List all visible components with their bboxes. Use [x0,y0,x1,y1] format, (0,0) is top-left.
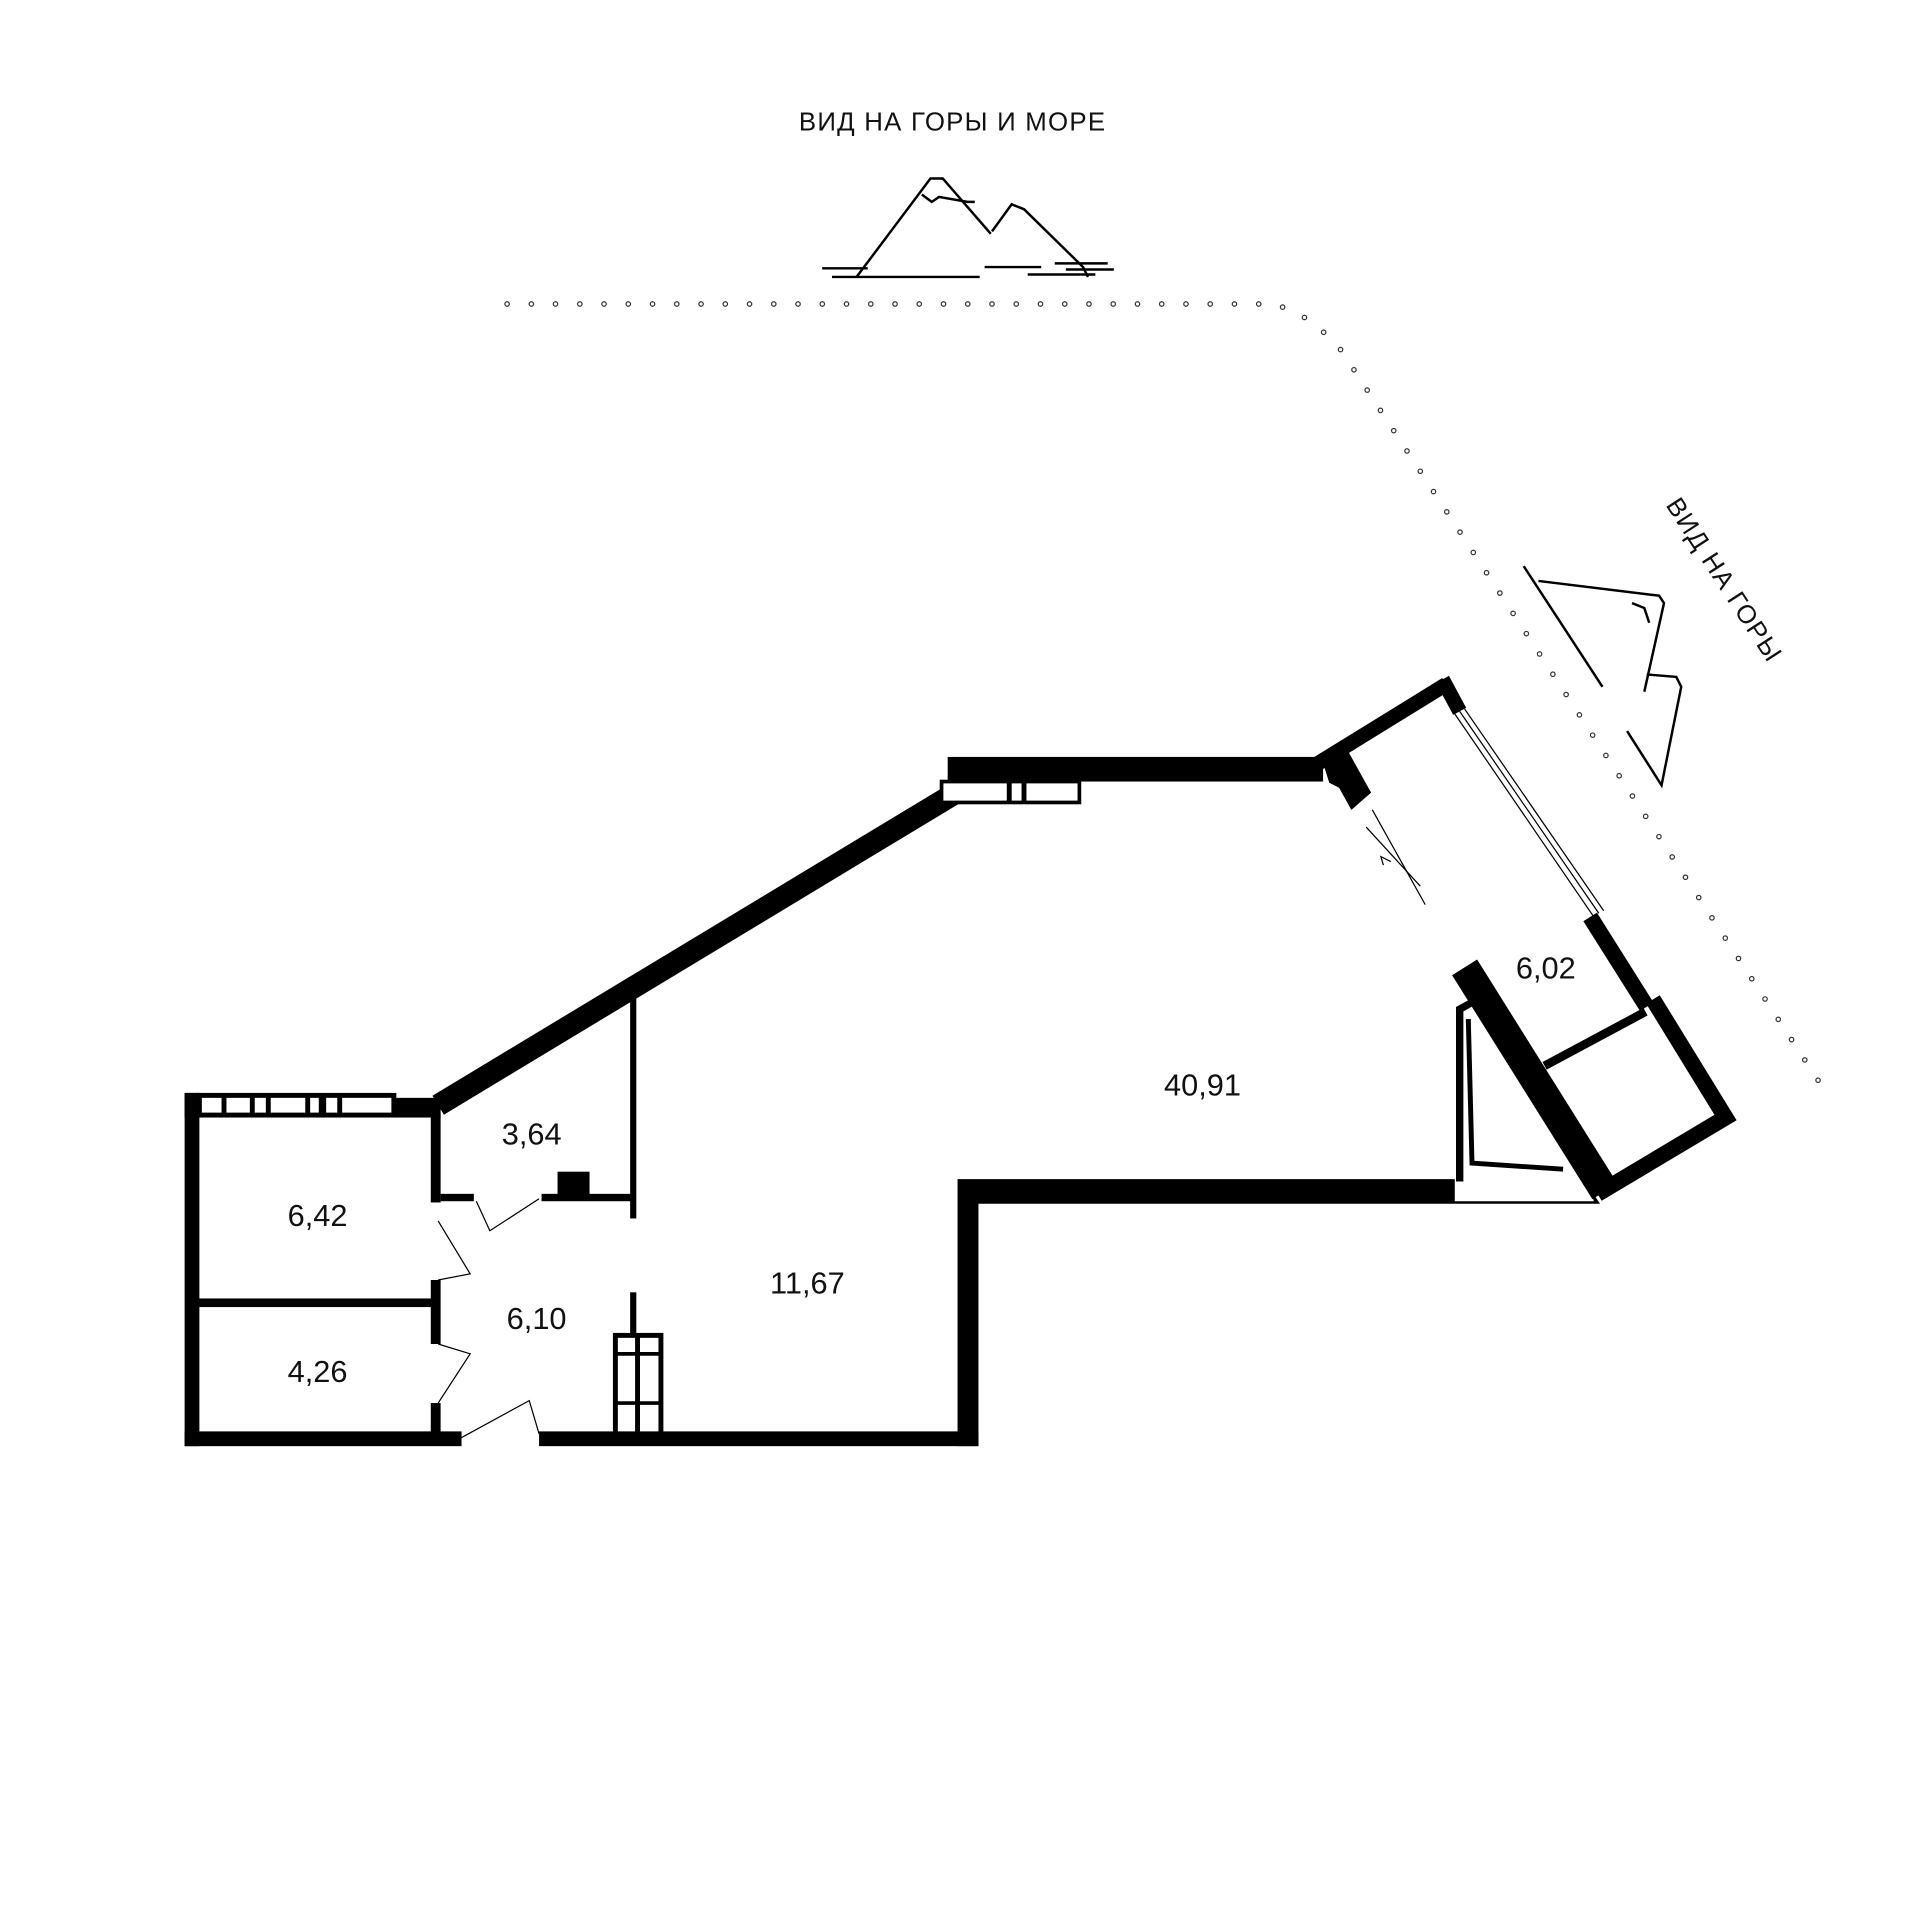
boundary-dot [1510,610,1516,617]
boundary-dot [1682,874,1689,881]
boundary-dot [1457,529,1463,535]
view-label-right: ВИД НА ГОРЫ [1660,493,1787,667]
room-area-bedroom: 6,42 [288,1198,348,1233]
boundary-dot [843,301,850,307]
boundary-dot [746,301,753,307]
boundary-dot [1061,301,1068,307]
boundary-dot [1255,301,1262,307]
boundary-dot [892,301,898,307]
boundary-dot [1279,304,1286,310]
boundary-dot [698,301,704,307]
boundary-dot [1496,590,1503,596]
boundary-dot [1443,509,1450,515]
boundary-dot [1563,691,1569,698]
boundary-dot [1134,301,1141,307]
boundary-dot [1815,1077,1821,1084]
boundary-dot [504,301,510,307]
wardrobe [612,1332,664,1437]
boundary-dot [1086,301,1092,307]
room-area-bathroom: 3,64 [502,1117,562,1152]
boundary-dot [1722,935,1729,941]
boundary-dot [601,301,607,307]
boundary-dot [1337,346,1344,353]
boundary-dot [1735,955,1742,962]
boundary-dot [964,301,971,307]
boundary-dot [1158,301,1165,307]
boundary-dot [1301,314,1308,321]
boundary-dot [1695,894,1702,901]
boundary-dot [1642,813,1649,820]
boundary-dot [528,301,535,307]
boundary-dot [722,301,729,307]
boundary-dot [1656,833,1662,840]
boundary-dot [1669,854,1676,860]
boundary-dot [1748,975,1755,982]
room-area-kitchen-hall: 11,67 [770,1266,845,1301]
boundary-dot [1550,671,1556,678]
boundary-dot [576,301,583,307]
boundary-dot [1709,915,1715,921]
interior-walls [196,996,664,1437]
boundary-dot [1470,549,1477,556]
boundary-dot [940,301,947,307]
boundary-dot [1377,407,1384,414]
boundary-dot [1576,712,1583,718]
boundary-dot [867,301,874,307]
boundary-dot [1523,630,1530,637]
boundary-dot [795,301,801,307]
boundary-dot [989,301,995,307]
boundary-dot [1231,301,1238,307]
room-area-hall: 6,10 [507,1301,567,1336]
boundary-dot [1629,793,1636,799]
boundary-dot [1788,1036,1795,1043]
boundary-dot [1183,301,1189,307]
room-area-wc: 4,26 [288,1354,348,1389]
doors [437,1198,540,1439]
room-area-balcony: 6,02 [1516,950,1576,985]
view-boundary-dots [504,301,1821,1084]
boundary-dot [1110,301,1117,307]
boundary-dot [1603,752,1609,759]
boundary-dot [1801,1057,1808,1063]
boundary-dot [819,301,826,307]
boundary-dot [1430,488,1437,495]
boundary-dot [1207,301,1214,307]
boundary-dot [1589,732,1596,738]
mountain-sea-icon [822,177,1114,279]
walls [184,675,1737,1447]
boundary-dot [1417,468,1424,475]
boundary-dot [1037,301,1044,307]
boundary-dot [1483,569,1490,576]
boundary-dot [916,301,923,307]
boundary-dot [1762,996,1768,1002]
boundary-dot [1536,651,1543,657]
boundary-dot [1013,301,1020,307]
boundary-dot [1775,1016,1782,1023]
boundary-dot [770,301,777,307]
boundary-dot [625,301,632,307]
boundary-dot [1364,387,1371,393]
boundary-dot [649,301,656,307]
boundary-dot [1390,427,1397,434]
view-label-top: ВИД НА ГОРЫ И МОРЕ [799,108,1106,136]
boundary-dot [1616,772,1622,779]
boundary-dot [673,301,680,307]
room-area-living: 40,91 [1164,1067,1241,1102]
windows [196,708,1605,1118]
mountain-icon [1522,565,1683,789]
boundary-dot [1404,448,1410,454]
boundary-dot [552,301,559,307]
boundary-dot [1320,329,1327,336]
boundary-dot [1351,366,1357,373]
